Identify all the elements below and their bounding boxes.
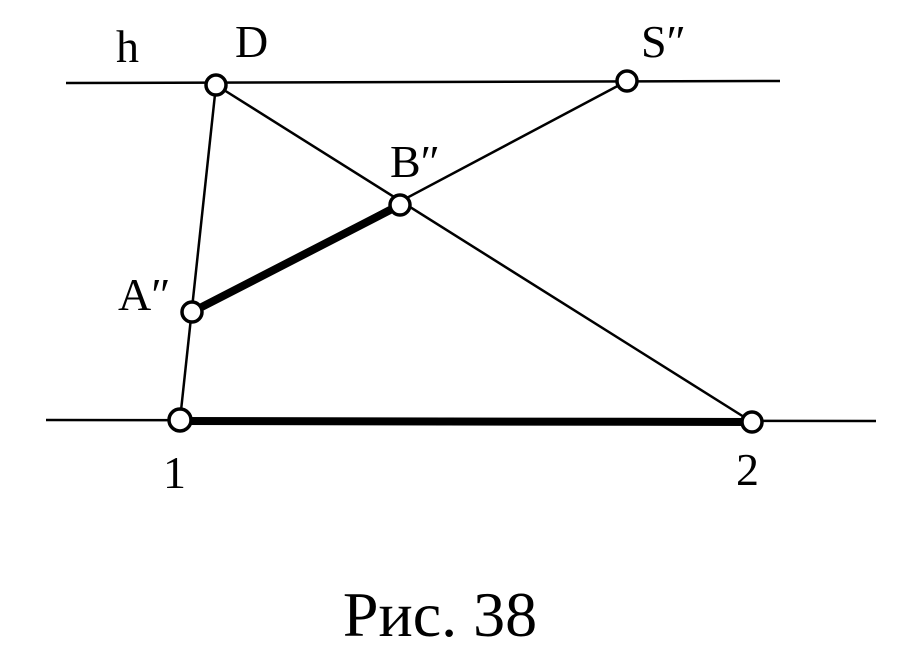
line-h (65, 79, 781, 85)
point-a (180, 300, 204, 324)
line-d-2 (215, 83, 753, 424)
label-d: D (235, 16, 268, 67)
point-1 (167, 407, 193, 433)
segment-1-2 (176, 417, 756, 426)
label-1: 1 (163, 447, 186, 498)
point-b (388, 193, 412, 217)
label-b: B″ (390, 136, 440, 187)
point-2 (740, 410, 764, 434)
segment-a-b (188, 201, 404, 316)
label-h: h (116, 21, 139, 72)
label-2: 2 (736, 444, 759, 495)
point-s (615, 69, 639, 93)
figure-caption: Рис. 38 (343, 579, 537, 650)
point-d (204, 73, 228, 97)
label-s: S″ (641, 16, 686, 67)
line-d-1 (178, 84, 218, 421)
label-a: A″ (118, 269, 170, 320)
